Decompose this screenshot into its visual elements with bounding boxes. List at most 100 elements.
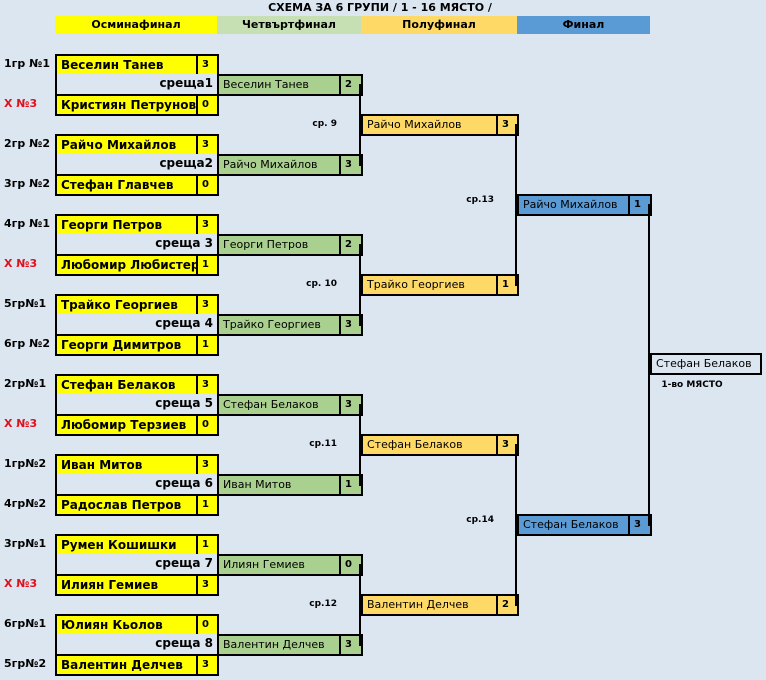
seed-label: 3гр №2 — [4, 177, 50, 190]
match-label: среща 6 — [55, 474, 219, 496]
sf-player-score: 1 — [496, 274, 519, 296]
qf-player-name: Иван Митов — [217, 474, 341, 496]
r16-player-score: 1 — [196, 254, 219, 276]
qf-player-name: Райчо Михайлов — [217, 154, 341, 176]
header-final: Финал — [517, 16, 650, 34]
match-number: ср. 10 — [306, 279, 337, 289]
sf-player-score: 3 — [496, 114, 519, 136]
header-semifinal: Полуфинал — [361, 16, 517, 34]
r16-player-score: 3 — [196, 294, 219, 316]
r16-player-score: 3 — [196, 454, 219, 476]
r16-player-name: Райчо Михайлов — [55, 134, 198, 156]
sf-player-name: Трайко Георгиев — [361, 274, 498, 296]
sf-player-name: Райчо Михайлов — [361, 114, 498, 136]
bracket-line — [359, 84, 361, 166]
qf-player-score: 3 — [339, 314, 363, 336]
match-label: среща 8 — [55, 634, 219, 656]
r16-player-score: 3 — [196, 214, 219, 236]
r16-player-name: Веселин Танев — [55, 54, 198, 76]
qf-player-score: 2 — [339, 74, 363, 96]
seed-label: 5гр№1 — [4, 297, 47, 310]
r16-player-name: Радослав Петров — [55, 494, 198, 516]
r16-player-name: Иван Митов — [55, 454, 198, 476]
seed-label: 1гр №1 — [4, 57, 50, 70]
seed-label: 6гр №2 — [4, 337, 50, 350]
r16-player-name: Румен Кошишки — [55, 534, 198, 556]
qf-player-score: 3 — [339, 394, 363, 416]
final-player-score: 3 — [628, 514, 652, 536]
r16-player-name: Георги Димитров — [55, 334, 198, 356]
match-number: ср.13 — [466, 195, 494, 205]
r16-player-score: 0 — [196, 174, 219, 196]
header-quarterfinal: Четвъртфинал — [217, 16, 361, 34]
r16-player-score: 1 — [196, 334, 219, 356]
sf-player-name: Стефан Белаков — [361, 434, 498, 456]
match-number: ср.12 — [309, 599, 337, 609]
sf-player-name: Валентин Делчев — [361, 594, 498, 616]
r16-player-name: Георги Петров — [55, 214, 198, 236]
r16-player-name: Любомир Любистерова — [55, 254, 198, 276]
bracket-title: СХЕМА ЗА 6 ГРУПИ / 1 - 16 МЯСТО / — [268, 1, 492, 14]
match-label: среща2 — [55, 154, 219, 176]
champion-place-label: 1-во МЯСТО — [661, 380, 723, 390]
seed-label: Х №3 — [4, 97, 38, 110]
seed-label: 4гр№2 — [4, 497, 47, 510]
match-label: среща 5 — [55, 394, 219, 416]
qf-player-score: 3 — [339, 634, 363, 656]
qf-player-name: Валентин Делчев — [217, 634, 341, 656]
r16-player-score: 0 — [196, 614, 219, 636]
qf-player-name: Илиян Гемиев — [217, 554, 341, 576]
bracket-line — [359, 564, 361, 646]
r16-player-name: Трайко Георгиев — [55, 294, 198, 316]
r16-player-score: 3 — [196, 574, 219, 596]
r16-player-score: 3 — [196, 54, 219, 76]
seed-label: Х №3 — [4, 417, 38, 430]
header-round-of-16: Осминафинал — [55, 16, 217, 34]
match-label: среща1 — [55, 74, 219, 96]
r16-player-score: 3 — [196, 134, 219, 156]
seed-label: 6гр№1 — [4, 617, 47, 630]
match-label: среща 4 — [55, 314, 219, 336]
bracket-line — [359, 244, 361, 326]
qf-player-name: Георги Петров — [217, 234, 341, 256]
r16-player-score: 3 — [196, 374, 219, 396]
match-number: ср.11 — [309, 439, 337, 449]
r16-player-score: 1 — [196, 534, 219, 556]
sf-player-score: 2 — [496, 594, 519, 616]
seed-label: 2гр№1 — [4, 377, 47, 390]
match-number: ср. 9 — [312, 119, 337, 129]
seed-label: 5гр№2 — [4, 657, 47, 670]
seed-label: 1гр№2 — [4, 457, 47, 470]
r16-player-name: Юлиян Кьолов — [55, 614, 198, 636]
match-label: среща 7 — [55, 554, 219, 576]
qf-player-score: 0 — [339, 554, 363, 576]
r16-player-name: Кристиян Петрунов — [55, 94, 198, 116]
match-number: ср.14 — [466, 515, 494, 525]
final-player-score: 1 — [628, 194, 652, 216]
r16-player-score: 0 — [196, 414, 219, 436]
r16-player-name: Илиян Гемиев — [55, 574, 198, 596]
final-player-name: Райчо Михайлов — [517, 194, 630, 216]
r16-player-name: Стефан Белаков — [55, 374, 198, 396]
r16-player-name: Стефан Главчев — [55, 174, 198, 196]
bracket-line — [648, 204, 650, 526]
qf-player-score: 1 — [339, 474, 363, 496]
r16-player-name: Валентин Делчев — [55, 654, 198, 676]
qf-player-name: Веселин Танев — [217, 74, 341, 96]
bracket-line — [515, 444, 517, 606]
qf-player-score: 3 — [339, 154, 363, 176]
seed-label: Х №3 — [4, 577, 38, 590]
r16-player-score: 3 — [196, 654, 219, 676]
qf-player-name: Стефан Белаков — [217, 394, 341, 416]
bracket-line — [515, 124, 517, 286]
r16-player-score: 0 — [196, 94, 219, 116]
final-player-name: Стефан Белаков — [517, 514, 630, 536]
bracket-line — [359, 404, 361, 486]
seed-label: 3гр№1 — [4, 537, 47, 550]
sf-player-score: 3 — [496, 434, 519, 456]
champion-name: Стефан Белаков — [650, 353, 762, 375]
seed-label: 2гр №2 — [4, 137, 50, 150]
r16-player-name: Любомир Терзиев — [55, 414, 198, 436]
seed-label: Х №3 — [4, 257, 38, 270]
match-label: среща 3 — [55, 234, 219, 256]
